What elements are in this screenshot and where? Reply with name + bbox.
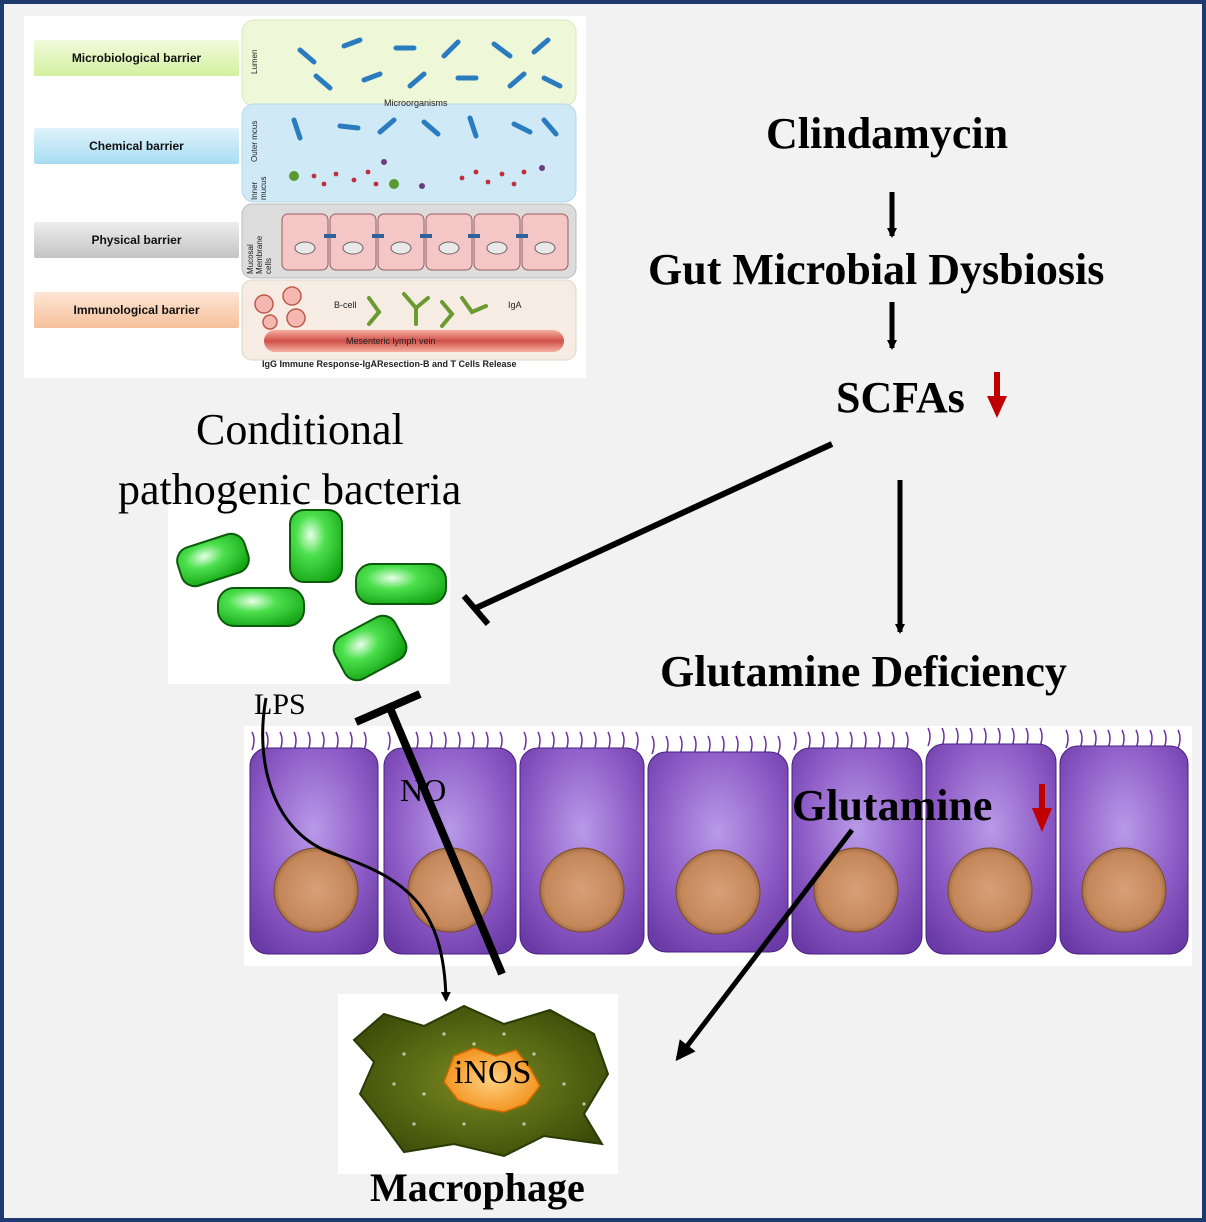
cell-nucleus xyxy=(947,847,1033,933)
microorganisms-label: Microorganisms xyxy=(384,98,448,108)
arrow-lps-to-macrophage xyxy=(261,697,451,1002)
inhibit-scfas-to-bacteria xyxy=(474,441,834,611)
scfas-label: SCFAs xyxy=(836,373,965,422)
pathway-drawing xyxy=(168,192,1192,1174)
glutamine-label: Glutamine xyxy=(792,781,993,830)
cell-nucleus xyxy=(813,847,899,933)
dysbiosis-label: Gut Microbial Dysbiosis xyxy=(648,245,1105,294)
inhibit-no-to-bacteria xyxy=(386,706,506,976)
immunological-barrier-label: Immunological barrier xyxy=(34,292,239,328)
macrophage-label: Macrophage xyxy=(370,1165,585,1210)
cell-nucleus xyxy=(273,847,359,933)
inos-label: iNOS xyxy=(454,1054,532,1091)
cell-nucleus xyxy=(1081,847,1167,933)
cell-nucleus xyxy=(675,849,761,935)
bacteria-title-line1: Conditional xyxy=(196,405,404,454)
lps-label: LPS xyxy=(254,688,306,721)
arrow-glutamine-to-macrophage xyxy=(675,828,854,1062)
bacterium-rod xyxy=(217,587,305,627)
physical-barrier-text: Physical barrier xyxy=(91,233,182,247)
immunological-barrier-text: Immunological barrier xyxy=(73,303,200,317)
microbiological-barrier-text: Microbiological barrier xyxy=(71,51,202,65)
epithelial-cells xyxy=(249,727,1189,955)
glutamine-deficiency-label: Glutamine Deficiency xyxy=(660,647,1067,696)
bacteria-title-line2: pathogenic bacteria xyxy=(118,465,462,514)
bacterium-rod xyxy=(176,532,250,588)
chemical-barrier-text: Chemical barrier xyxy=(89,139,184,153)
lymph-vein-label: Mesenteric lymph vein xyxy=(346,336,436,346)
intestinal-barrier-panel: Microbiological barrier Chemical barrier… xyxy=(24,16,586,378)
microbiological-barrier-label: Microbiological barrier xyxy=(34,40,239,76)
barrier-footer: IgG Immune Response-IgAResection-B and T… xyxy=(262,359,517,369)
bacterium-rod xyxy=(289,509,343,583)
chemical-barrier-label: Chemical barrier xyxy=(34,128,239,164)
clindamycin-label: Clindamycin xyxy=(766,109,1009,158)
bacterium-rod xyxy=(332,614,408,682)
no-label: NO xyxy=(400,772,447,808)
inos-nucleus xyxy=(443,1047,541,1113)
decrease-arrows xyxy=(987,372,1052,832)
physical-barrier-label: Physical barrier xyxy=(34,222,239,258)
barrier-illustration xyxy=(241,19,577,361)
bcell-label: B-cell xyxy=(334,300,357,310)
bacterium-rod xyxy=(355,563,447,605)
cell-nucleus xyxy=(539,847,625,933)
iga-label: IgA xyxy=(508,300,522,310)
